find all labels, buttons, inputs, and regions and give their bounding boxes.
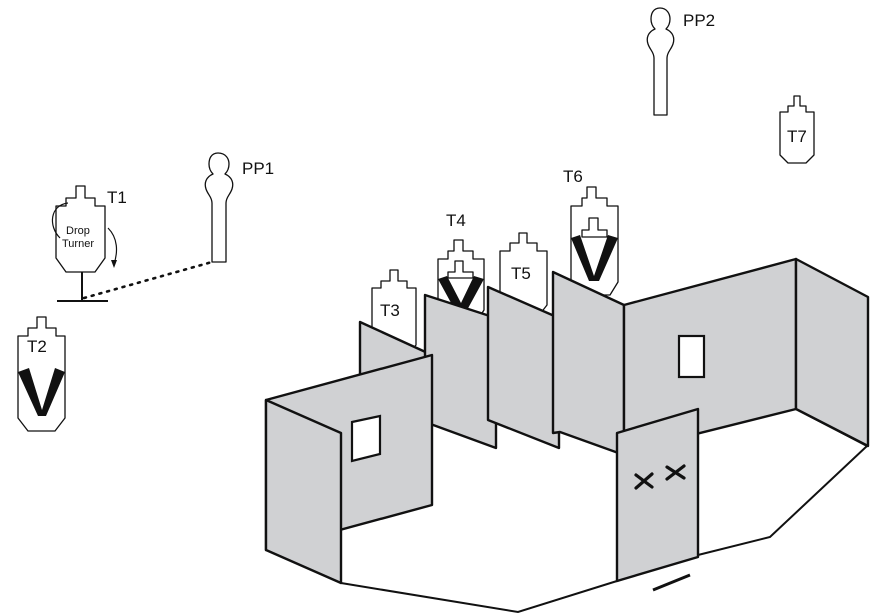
t6-no-shoot (571, 235, 618, 281)
t7-label: T7 (787, 127, 807, 146)
start-position-mark (652, 573, 691, 592)
x-marks (634, 464, 686, 490)
window-left (350, 414, 382, 463)
wall-left-side (264, 398, 343, 585)
t4-no-shoot (438, 276, 484, 312)
pp1-label: PP1 (242, 159, 274, 178)
window-right (677, 334, 706, 379)
t2-label: T2 (27, 337, 47, 356)
t4-label: T4 (446, 211, 466, 230)
turn-arrow-head (111, 260, 117, 268)
t3-label: T3 (380, 301, 400, 320)
pp2-label: PP2 (683, 11, 715, 30)
activation-line (82, 260, 214, 300)
t6-label: T6 (563, 167, 583, 186)
drop-label: Drop (66, 225, 90, 237)
target-t7: T7 (779, 95, 815, 164)
walls (264, 257, 870, 585)
wall-door (615, 407, 700, 583)
wall-panel-3 (486, 285, 561, 450)
wall-panel-2 (423, 293, 498, 450)
t1-label: T1 (107, 188, 127, 207)
target-t1-drop-turner: Drop Turner T1 (51, 185, 214, 302)
target-t2: T2 (17, 316, 66, 432)
t5-label: T5 (511, 264, 531, 283)
popper-pp2: PP2 (646, 7, 715, 116)
wall-panel-4 (551, 270, 626, 457)
turn-arrow-left (51, 202, 69, 239)
target-t6: T6 (563, 167, 619, 296)
popper-pp1: PP1 (204, 152, 274, 263)
target-t4: T4 (437, 211, 485, 322)
turn-arrow-right (107, 227, 118, 265)
wall-right-side (794, 257, 870, 448)
turner-label: Turner (62, 238, 94, 250)
t2-no-shoot (18, 368, 65, 416)
